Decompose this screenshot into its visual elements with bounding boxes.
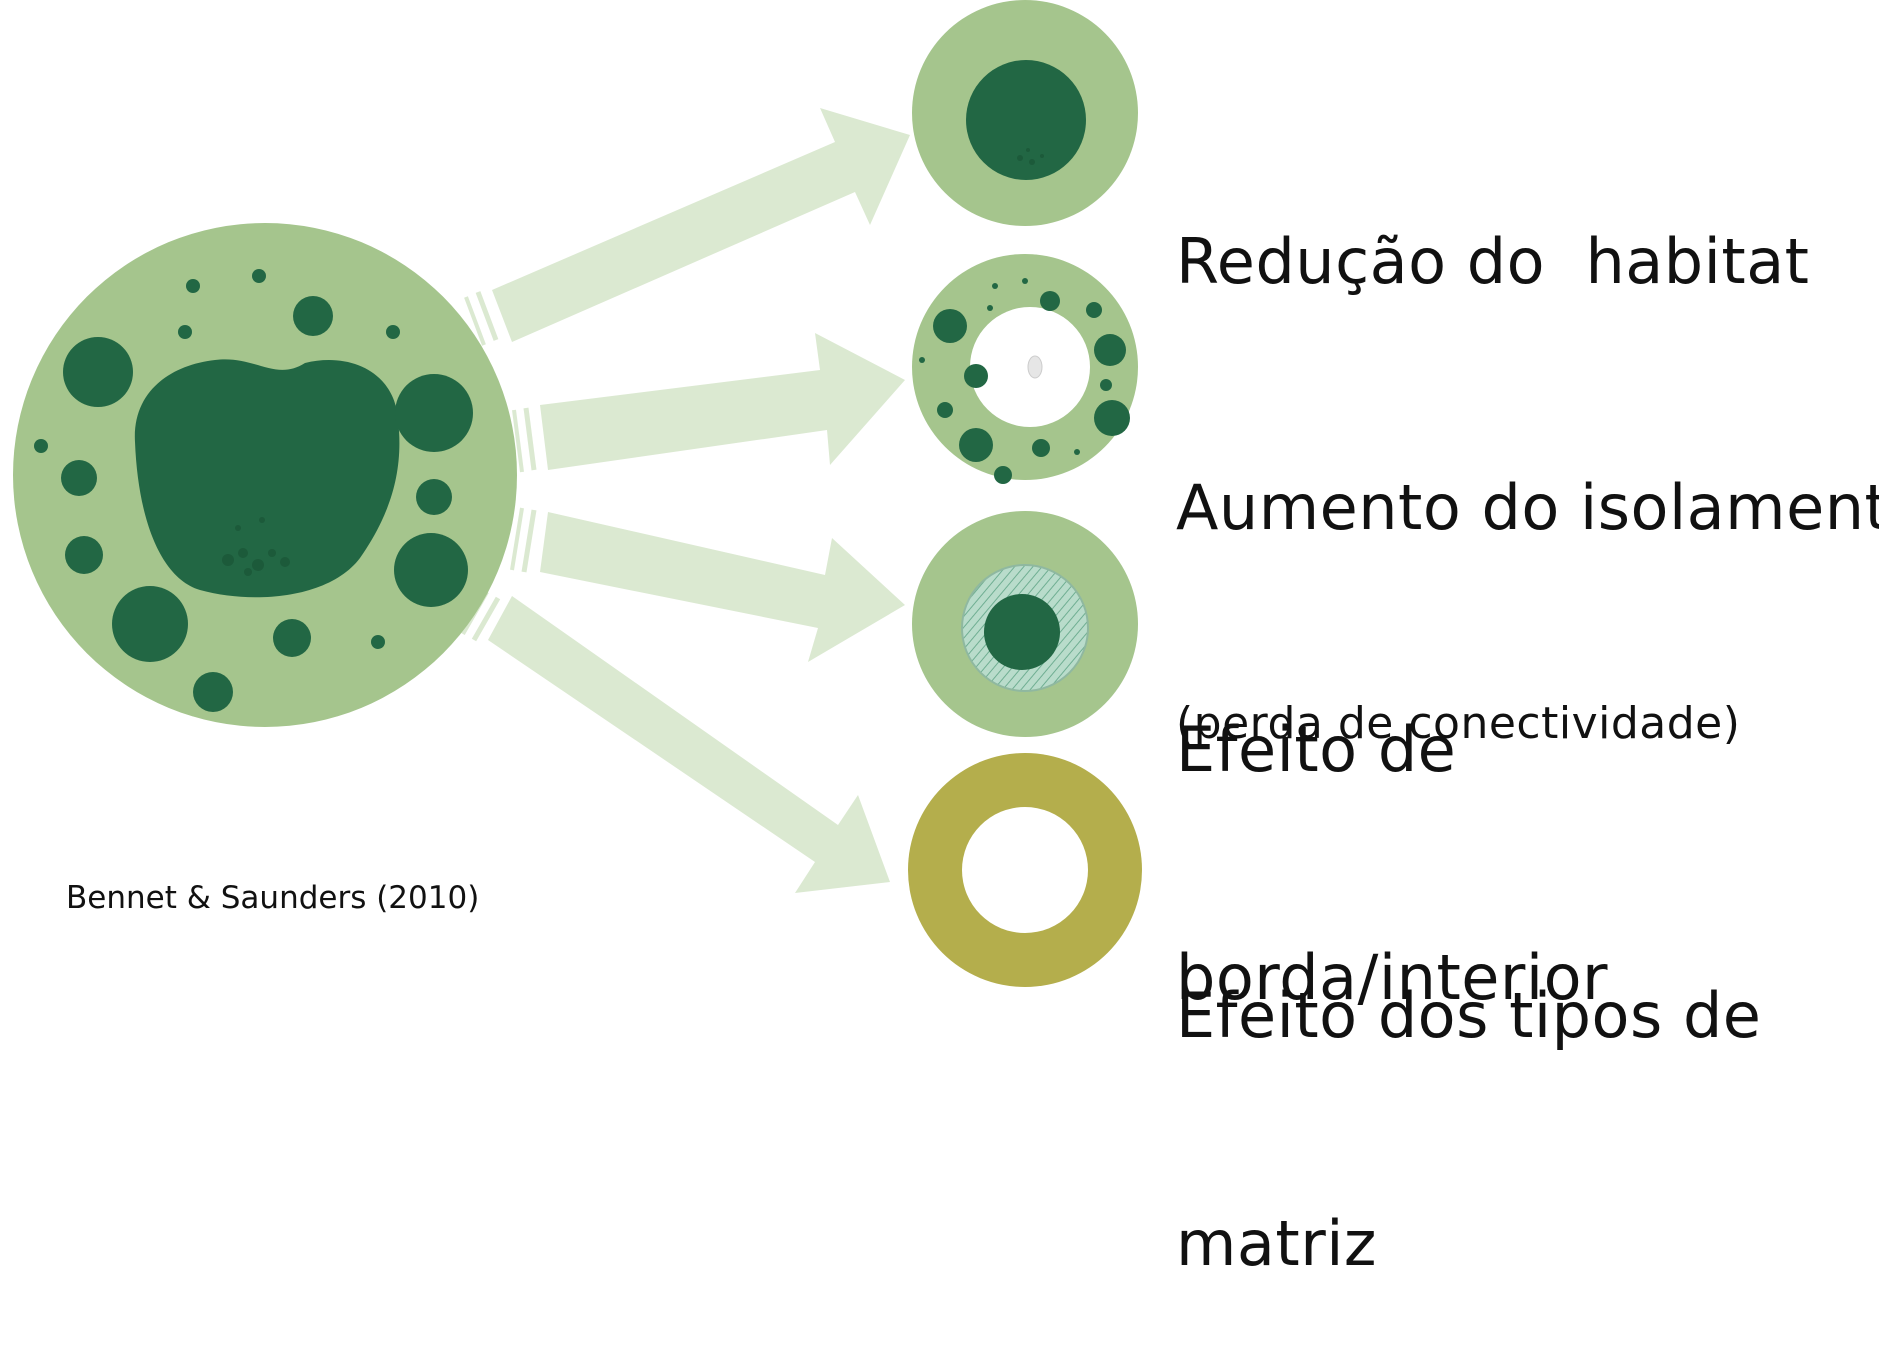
- arrow-to-habitat-reduction: [464, 108, 910, 346]
- dark-speckles: [222, 517, 290, 576]
- effect-label-matrix-effect: Efeito dos tipos de matriz: [1176, 826, 1761, 1358]
- effect-label-line: matriz: [1176, 1207, 1377, 1280]
- effect-label-habitat-reduction: Redução do habitat: [1176, 72, 1810, 376]
- arrow-to-isolation: [512, 333, 905, 473]
- effect-label-line: Aumento do isolamento: [1176, 471, 1879, 544]
- arrows: [461, 108, 910, 893]
- edge-effect-icon: [912, 511, 1138, 737]
- arrow-to-edge-effect: [510, 507, 905, 662]
- effect-label-line: Efeito dos tipos de: [1176, 979, 1762, 1052]
- fragmentation-diagram: [13, 0, 1142, 987]
- effect-label-isolation: Aumento do isolamento (perda de conectiv…: [1176, 318, 1879, 826]
- fragmented-landscape-icon: [13, 223, 517, 727]
- effect-label-line: Efeito de: [1176, 713, 1457, 786]
- isolation-ring-icon: [912, 254, 1138, 484]
- effect-label-subtitle: (perda de conectividade): [1176, 698, 1741, 749]
- citation: Bennet & Saunders (2010): [66, 880, 480, 916]
- effect-label-line: Redução do habitat: [1176, 225, 1810, 298]
- habitat-patches: [34, 269, 473, 712]
- reduced-habitat-icon: [912, 0, 1138, 226]
- matrix-ring-icon: [908, 753, 1142, 987]
